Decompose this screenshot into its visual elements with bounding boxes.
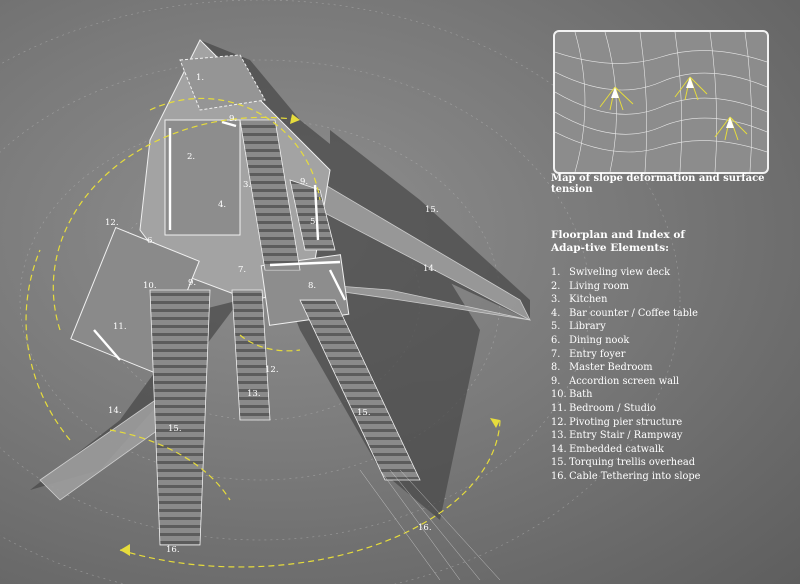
deformation-mesh bbox=[555, 32, 767, 172]
index-title: Floorplan and Index of Adap-tive Element… bbox=[551, 229, 685, 254]
label-15c: 15. bbox=[357, 408, 371, 418]
list-item: 5. Library bbox=[551, 321, 606, 333]
plan-labels: 1. 2. 3. 4. 5. 6. 7. 8. 9. 9. 9. 10. 11.… bbox=[105, 73, 439, 555]
list-item: 13. Entry Stair / Rampway bbox=[551, 430, 683, 442]
label-14a: 14. bbox=[423, 264, 437, 274]
list-item: 11. Bedroom / Studio bbox=[551, 402, 656, 414]
adaptive-motion-arcs bbox=[25, 97, 501, 568]
label-1: 1. bbox=[196, 73, 204, 83]
label-5: 5. bbox=[310, 217, 318, 227]
label-12a: 12. bbox=[105, 218, 119, 228]
label-8: 8. bbox=[308, 281, 316, 291]
list-item: 7. Entry foyer bbox=[551, 348, 626, 360]
label-10: 10. bbox=[143, 281, 157, 291]
label-14b: 14. bbox=[108, 406, 122, 416]
list-item: 15. Torquing trellis overhead bbox=[551, 457, 695, 469]
label-13: 13. bbox=[247, 389, 261, 399]
stair-ramps bbox=[149, 119, 421, 546]
label-16b: 16. bbox=[418, 523, 432, 533]
list-item: 2. Living room bbox=[551, 280, 629, 292]
list-item: 6. Dining nook bbox=[551, 334, 630, 346]
label-15b: 15. bbox=[168, 424, 182, 434]
tension-points bbox=[599, 76, 748, 141]
cable-tethers bbox=[359, 469, 501, 581]
label-16a: 16. bbox=[166, 545, 180, 555]
list-item: 16. Cable Tethering into slope bbox=[551, 470, 701, 482]
list-item: 3. Kitchen bbox=[551, 294, 608, 306]
list-item: 1. Swiveling view deck bbox=[551, 267, 671, 278]
label-9b: 9. bbox=[300, 177, 308, 187]
label-12b: 12. bbox=[265, 365, 279, 375]
inset-caption: Map of slope deformation and surface ten… bbox=[551, 173, 765, 195]
label-4: 4. bbox=[218, 200, 226, 210]
list-item: 8. Master Bedroom bbox=[551, 362, 653, 374]
list-item: 9. Accordion screen wall bbox=[551, 375, 680, 387]
wall-lines bbox=[93, 120, 347, 361]
label-3: 3. bbox=[243, 180, 251, 190]
list-item: 12. Pivoting pier structure bbox=[551, 416, 683, 428]
list-item: 14. Embedded catwalk bbox=[551, 443, 664, 455]
arc-arrowheads bbox=[120, 114, 500, 556]
label-9c: 9. bbox=[188, 278, 196, 288]
label-11: 11. bbox=[113, 322, 127, 332]
label-15a: 15. bbox=[425, 205, 439, 215]
label-6: 6. bbox=[147, 236, 155, 246]
label-7: 7. bbox=[238, 265, 246, 275]
list-item: 10. Bath bbox=[551, 389, 593, 401]
index-list: 1. Swiveling view deck 2. Living room 3.… bbox=[551, 266, 700, 484]
list-item: 4. Bar counter / Coffee table bbox=[551, 307, 698, 319]
slope-deformation-map bbox=[553, 30, 769, 174]
label-9a: 9. bbox=[229, 114, 237, 124]
label-2: 2. bbox=[187, 152, 195, 162]
